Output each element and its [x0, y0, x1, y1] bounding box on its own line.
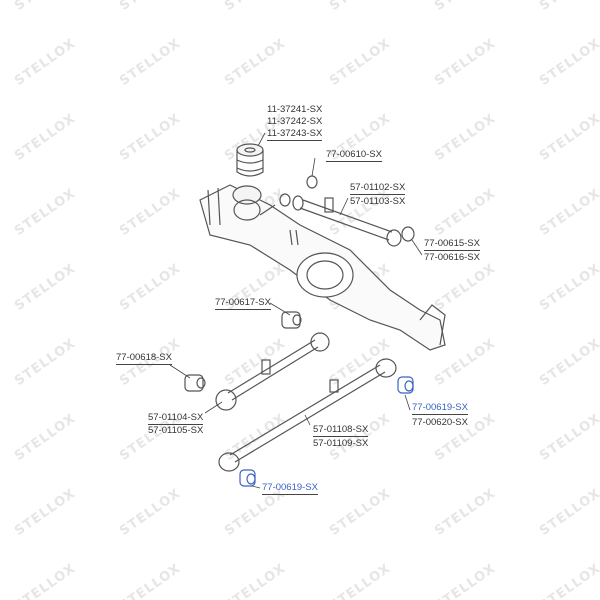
part-label: 57-01105-SX	[148, 425, 204, 436]
part-label: 57-01103-SX	[350, 196, 406, 207]
part-label-highlighted[interactable]: 77-00619-SX	[412, 402, 468, 415]
part-label: 77-00615-SX	[424, 238, 480, 251]
part-label: 77-00610-SX	[326, 149, 382, 162]
bump-stop-bushing	[236, 143, 264, 177]
part-label: 11-37242-SX	[267, 116, 323, 127]
part-label: 57-01104-SX	[148, 412, 204, 425]
part-label: 77-00616-SX	[424, 252, 480, 263]
axle-housing	[199, 184, 446, 351]
part-label: 11-37243-SX	[267, 128, 323, 141]
lower-control-arm-left	[184, 311, 330, 411]
part-label: 57-01102-SX	[350, 182, 406, 195]
upper-control-arm	[279, 175, 415, 247]
part-label: 77-00620-SX	[412, 417, 468, 428]
part-label: 11-37241-SX	[267, 104, 323, 115]
part-label-highlighted[interactable]: 77-00619-SX	[262, 482, 318, 495]
part-label: 57-01109-SX	[313, 438, 369, 449]
part-label: 57-01108-SX	[313, 424, 369, 437]
highlighted-bushings	[239, 376, 414, 487]
part-label: 77-00617-SX	[215, 297, 271, 310]
leader-lines	[169, 132, 423, 489]
part-label: 77-00618-SX	[116, 352, 172, 365]
lower-control-arm-long	[218, 358, 397, 472]
